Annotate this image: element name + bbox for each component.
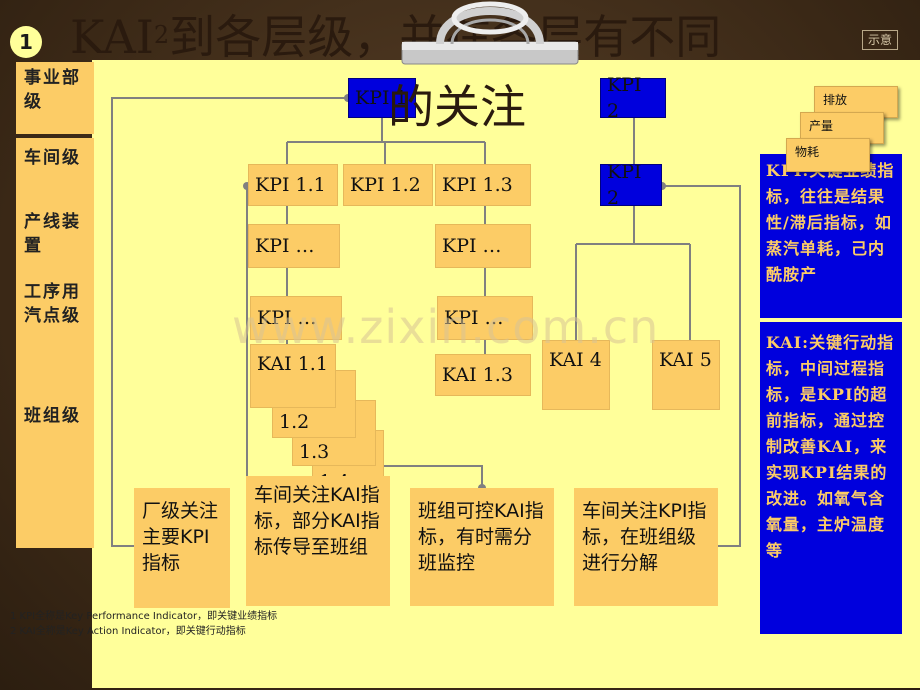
node-kpi-ellipsis-b: KPI … bbox=[435, 224, 531, 268]
note-workshop-kpi: 车间关注KPI指标，在班组级进行分解 bbox=[574, 488, 718, 606]
panel-kai-definition: KAI:关键行动指标，中间过程指标，是KPI的超前指标，通过控制改善KAI，来实… bbox=[760, 322, 902, 634]
title-kai: KAI bbox=[70, 10, 154, 64]
slide-number-badge: 1 bbox=[10, 26, 42, 58]
node-kai4: KAI 4 bbox=[542, 340, 610, 410]
node-kpi12: KPI 1.2 bbox=[343, 164, 433, 206]
note-workshop-kai: 车间关注KAI指标，部分KAI指标传导至班组 bbox=[246, 476, 390, 606]
tag-material: 物耗 bbox=[786, 138, 870, 172]
slide-title: KAI2到各层级，并在各层有不同 bbox=[70, 6, 721, 68]
level-production-line: 产线装置 bbox=[24, 212, 81, 256]
node-kpi-ellipsis-d: KPI … bbox=[437, 296, 533, 340]
node-kai13b: KAI 1.3 bbox=[435, 354, 531, 396]
level-column-bg bbox=[16, 138, 94, 548]
kai13-label: 1.3 bbox=[299, 441, 330, 463]
hint-badge: 示意 bbox=[862, 30, 898, 50]
level-workshop: 车间级 bbox=[24, 148, 81, 168]
footnote-kpi: 1 KPI全称是Key Performance Indicator，即关键业绩指… bbox=[10, 611, 278, 622]
line-left-loop bbox=[111, 97, 348, 547]
level-division: 事业部级 bbox=[16, 62, 94, 134]
line-kai14-note bbox=[360, 465, 483, 488]
slide-title-line2: 的关注 bbox=[388, 80, 526, 134]
note-plant-kpi: 厂级关注主要KPI指标 bbox=[134, 488, 230, 608]
title-superscript: 2 bbox=[153, 21, 170, 49]
binder-clip-icon bbox=[401, 1, 579, 65]
node-kpi1: KPI 1 bbox=[348, 78, 416, 118]
node-kai11: KAI 1.1 bbox=[250, 344, 336, 408]
line-right-loop bbox=[662, 185, 741, 547]
node-kpi-ellipsis-c: KPI … bbox=[250, 296, 342, 340]
level-process-point: 工序用汽点级 bbox=[24, 282, 81, 326]
node-kpi11: KPI 1.1 bbox=[248, 164, 338, 206]
node-kpi2-top: KPI 2 bbox=[600, 74, 666, 122]
kai12-label: 1.2 bbox=[279, 411, 310, 433]
node-kpi2-mid: KPI 2 bbox=[600, 164, 662, 206]
footnote-kai: 2 KAI全称是Key Action Indicator，即关键行动指标 bbox=[10, 626, 246, 637]
node-kai5: KAI 5 bbox=[652, 340, 720, 410]
note-team-kai: 班组可控KAI指标，有时需分班监控 bbox=[410, 488, 554, 606]
panel-kpi-definition: KPI:关键业绩指标，往往是结果性/滞后指标，如蒸汽单耗，己内酰胺产 bbox=[760, 154, 902, 318]
watermark: www.zixin.com.cn bbox=[232, 300, 660, 354]
node-kpi-ellipsis-a: KPI … bbox=[248, 224, 340, 268]
node-kpi13: KPI 1.3 bbox=[435, 164, 531, 206]
level-team: 班组级 bbox=[24, 406, 81, 426]
